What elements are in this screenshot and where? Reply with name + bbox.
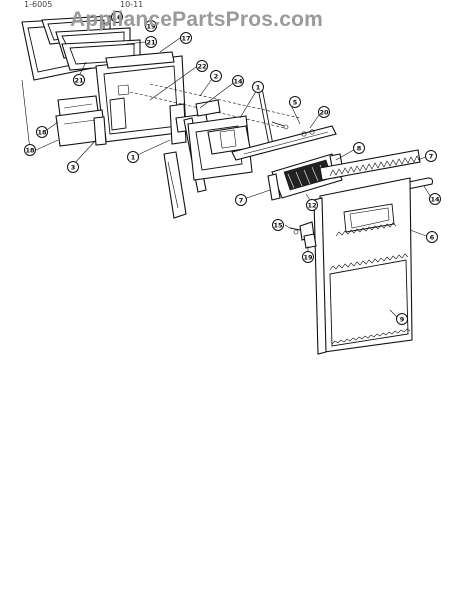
callout-circle [425,150,437,162]
part-callout-2: 2 [210,70,222,82]
part-callout-19: 19 [145,20,157,32]
door-seal-strip [163,151,187,219]
callout-circle [36,126,48,138]
callout-label: 16 [112,13,122,21]
callout-circle [24,144,36,156]
outer-door-top-rail [319,149,421,181]
part-callout-22: 22 [196,60,208,72]
callout-circle [429,193,441,205]
part-callout-20: 20 [318,106,330,118]
callout-label: 18 [25,146,35,154]
callout-circle [73,74,85,86]
part-callout-12: 12 [306,199,318,211]
callout-label: 22 [197,62,206,70]
callout-circle [318,106,330,118]
part-callout-7: 7 [425,150,437,162]
screw [271,121,289,130]
callout-circle [180,32,192,44]
callout-circle [145,20,157,32]
callout-label: 14 [233,77,243,85]
callout-circle [232,75,244,87]
callout-circle [272,219,284,231]
part-callout-19: 19 [302,251,314,263]
callout-label: 9 [400,315,405,323]
callout-label: 12 [307,201,316,209]
part-callout-15: 15 [272,219,284,231]
callout-label: 14 [430,195,440,203]
watermark: AppliancePartsPros.com [70,8,323,31]
callout-circle [196,60,208,72]
part-callout-18: 18 [24,144,36,156]
callout-label: 19 [303,253,313,261]
part-callout-9: 9 [396,313,408,325]
leader-lines [21,18,433,320]
part-callout-21: 21 [145,36,157,48]
callout-label: 15 [273,221,283,229]
header-left-text: 1-6005 [24,0,53,9]
callout-label: 20 [319,108,329,116]
callout-label: 7 [239,196,244,204]
part-callout-14: 14 [232,75,244,87]
callout-circle [210,70,222,82]
glass-panels [55,95,107,147]
callout-circle [67,161,79,173]
alignment-lines [129,83,301,129]
callout-circle [302,251,314,263]
part-callout-16: 16 [111,11,123,23]
callout-label: 1 [256,83,261,91]
part-callout-8: 8 [353,142,365,154]
part-callout-21: 21 [73,74,85,86]
callout-circle [289,96,301,108]
callout-label: 19 [146,22,156,30]
callout-label: 2 [214,72,219,80]
callout-label: 21 [146,38,156,46]
callout-circle [353,142,365,154]
part-callout-14: 14 [429,193,441,205]
callout-circle [145,36,157,48]
part-callout-3: 3 [67,161,79,173]
callout-circle [306,199,318,211]
vertical-rods [257,87,275,151]
callout-label: 1 [131,153,136,161]
part-callout-18: 18 [36,126,48,138]
part-callout-1: 1 [127,151,139,163]
upper-cross-rail [231,125,337,161]
callout-circle [111,11,123,23]
callout-label: 6 [430,233,435,241]
part-callout-5: 5 [289,96,301,108]
part-callout-6: 6 [426,231,438,243]
callout-circle [252,81,264,93]
callout-label: 3 [71,163,76,171]
callout-label: 18 [37,128,47,136]
callout-circle [235,194,247,206]
door-side-channel [183,115,253,193]
part-callout-7: 7 [235,194,247,206]
callout-label: 7 [429,152,434,160]
outer-door-panel [313,177,413,355]
callout-circle [426,231,438,243]
header-right-text: 10-11 [120,0,144,9]
callout-circle [396,313,408,325]
callout-label: 21 [74,76,84,84]
part-callout-17: 17 [180,32,192,44]
part-callout-1: 1 [252,81,264,93]
callout-label: 5 [293,98,298,106]
callout-circle [127,151,139,163]
latch-parts [289,221,317,249]
callout-label: 17 [181,34,190,42]
hinge-bracket [169,99,221,145]
callout-label: 8 [357,144,362,152]
